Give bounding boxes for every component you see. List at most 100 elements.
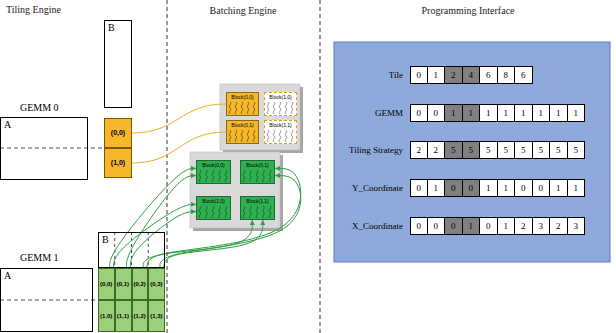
table-cell: 0	[428, 217, 446, 235]
thread-squiggle	[269, 170, 271, 182]
node-text: Block(0,0)	[197, 162, 230, 168]
table-cell: 0	[428, 104, 446, 122]
thread-squiggle	[273, 102, 275, 114]
thread-squiggle	[273, 130, 275, 142]
node-text: (1,3)	[150, 313, 162, 319]
thread-block: Block(0,0)	[196, 160, 231, 184]
matrix-split-line	[0, 300, 98, 301]
node-text: Block(1,0)	[265, 94, 296, 100]
row-header: Y_Coordinate	[352, 182, 403, 194]
output-tile: (0,0)	[104, 118, 132, 148]
node-text: (1,0)	[111, 159, 125, 167]
table-cell: 0	[445, 217, 463, 235]
section-title: Batching Engine	[210, 5, 277, 17]
table-cell: 1	[568, 104, 586, 122]
table-cell: 1	[550, 179, 568, 197]
thread-squiggle	[235, 130, 237, 142]
table-cell: 0	[480, 217, 498, 235]
node-text: Block(1,1)	[241, 198, 274, 204]
thread-squiggle	[250, 206, 252, 218]
section-title: Programming Interface	[421, 5, 514, 17]
table-cell: 0	[410, 66, 428, 84]
thread-squiggles	[197, 205, 229, 218]
thread-squiggle	[279, 102, 281, 114]
thread-squiggle	[291, 130, 293, 142]
output-tile: (1,0)	[98, 300, 115, 332]
table-cell: 2	[515, 217, 533, 235]
batch-panel	[190, 152, 280, 228]
output-tile: (0,2)	[132, 268, 149, 300]
table-cell: 2	[550, 217, 568, 235]
table-cell: 1	[480, 179, 498, 197]
node-text: Block(0,0)	[227, 94, 258, 100]
thread-squiggle	[219, 170, 221, 182]
output-tile: (1,2)	[132, 300, 149, 332]
thread-squiggle	[263, 206, 265, 218]
thread-squiggle	[206, 206, 208, 218]
table-cell: 1	[498, 179, 516, 197]
gemm-label: GEMM 0	[20, 102, 59, 114]
node-text: B	[102, 234, 164, 245]
thread-squiggle	[241, 130, 243, 142]
output-tile: (1,3)	[148, 300, 165, 332]
table-cell: 5	[480, 141, 498, 159]
table-cell: 0	[515, 179, 533, 197]
row-header: Tiling Strategy	[349, 144, 403, 156]
thread-squiggle	[247, 130, 249, 142]
node-text: (0,0)	[111, 129, 125, 137]
thread-squiggle	[225, 170, 227, 182]
thread-squiggle	[256, 170, 258, 182]
table-cell: 1	[463, 104, 481, 122]
tile-mapping-line	[132, 104, 226, 133]
output-tile: (0,0)	[98, 268, 115, 300]
table-cell: 2	[445, 66, 463, 84]
thread-squiggle	[219, 206, 221, 218]
thread-squiggle	[212, 170, 214, 182]
table-cell: 2	[410, 141, 428, 159]
tile-mapping-arrow	[113, 204, 196, 300]
thread-squiggle	[269, 206, 271, 218]
thread-squiggle	[199, 206, 201, 218]
table-cell: 5	[568, 141, 586, 159]
thread-block: Block(1,0)	[196, 196, 231, 220]
table-cell: 0	[533, 179, 551, 197]
table-cell: 1	[445, 104, 463, 122]
thread-block: Block(0,1)	[226, 120, 259, 144]
table-cell: 1	[428, 179, 446, 197]
thread-squiggle	[235, 102, 237, 114]
table-cell: 2	[428, 141, 446, 159]
thread-squiggle	[225, 206, 227, 218]
table-cell: 1	[498, 217, 516, 235]
thread-block: Block(1,1)	[240, 196, 275, 220]
tile-mapping-arrow	[164, 220, 263, 300]
table-cell: 1	[515, 104, 533, 122]
thread-squiggle	[229, 102, 231, 114]
batch-panel	[220, 84, 300, 150]
thread-squiggles	[265, 101, 295, 114]
table-cell: 0	[410, 179, 428, 197]
table-cell: 1	[550, 104, 568, 122]
thread-squiggles	[241, 205, 273, 218]
node-text: A	[4, 270, 92, 281]
node-text: (0,1)	[117, 281, 129, 287]
thread-squiggle	[241, 102, 243, 114]
node-text: (0,3)	[150, 281, 162, 287]
table-cell: 6	[480, 66, 498, 84]
thread-squiggle	[250, 170, 252, 182]
thread-squiggle	[199, 170, 201, 182]
thread-squiggle	[267, 130, 269, 142]
node-text: (0,0)	[100, 281, 112, 287]
node-text: (1,0)	[100, 313, 112, 319]
node-text: (1,1)	[117, 313, 129, 319]
node-text: (1,2)	[134, 313, 146, 319]
table-cell: 1	[480, 104, 498, 122]
table-cell: 3	[568, 217, 586, 235]
interface-panel	[334, 42, 610, 262]
node-text: Block(1,1)	[265, 122, 296, 128]
matrix-box: A	[0, 268, 93, 332]
thread-squiggles	[227, 129, 257, 142]
section-divider	[320, 0, 321, 333]
table-cell: 6	[515, 66, 533, 84]
thread-block: Block(0,0)	[226, 92, 259, 116]
